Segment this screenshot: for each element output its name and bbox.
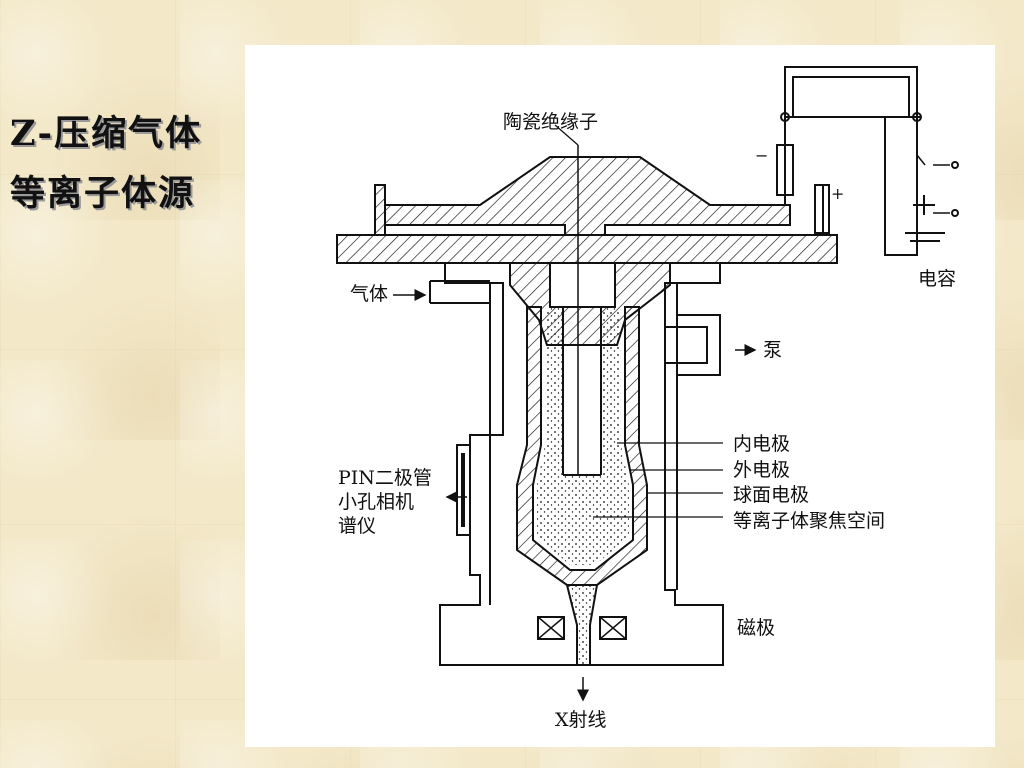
label-minus: − xyxy=(755,146,769,165)
label-plus: + xyxy=(831,184,845,203)
plasma-source-diagram xyxy=(336,66,959,702)
slide-title: Z-压缩气体等离子体源 xyxy=(10,113,203,214)
label-capacitor: 电容 xyxy=(918,268,957,290)
label-gas: 气体 xyxy=(350,283,389,305)
top-flange xyxy=(336,234,838,264)
label-xray: X射线 xyxy=(555,709,607,731)
label-pin-diode-3: 谱仪 xyxy=(338,515,377,537)
pin-port xyxy=(456,444,470,536)
capacitor-wiring xyxy=(784,66,921,195)
magnet-left xyxy=(537,616,565,640)
gas-inlet xyxy=(429,280,490,304)
label-pin-diode-2: 小孔相机 xyxy=(338,491,415,513)
ceramic-insulator-body xyxy=(384,156,791,236)
pump-outlet xyxy=(665,314,721,376)
label-spherical-electrode: 球面电极 xyxy=(733,484,810,506)
label-pump: 泵 xyxy=(763,339,783,361)
flange-left-lip xyxy=(374,184,386,236)
label-magnetic-pole: 磁极 xyxy=(737,617,776,639)
label-outer-electrode: 外电极 xyxy=(733,459,791,481)
chamber-right-wall xyxy=(590,263,724,666)
focus-cone xyxy=(565,584,599,666)
chamber-left-wall xyxy=(439,263,577,666)
label-ceramic-insulator: 陶瓷绝缘子 xyxy=(503,111,599,133)
diagram-panel: 陶瓷绝缘子 气体 电容 泵 内电极 外电极 球面电极 等离子体聚焦空间 PIN二… xyxy=(245,45,995,747)
label-inner-electrode: 内电极 xyxy=(733,433,791,455)
outer-electrode xyxy=(516,306,648,586)
label-pin-diode-1: PIN二极管 xyxy=(338,467,432,489)
electrode-terminals xyxy=(776,144,830,234)
label-plasma-focus-space: 等离子体聚焦空间 xyxy=(733,510,886,532)
plasma-volume xyxy=(537,307,629,565)
magnet-right xyxy=(599,616,627,640)
